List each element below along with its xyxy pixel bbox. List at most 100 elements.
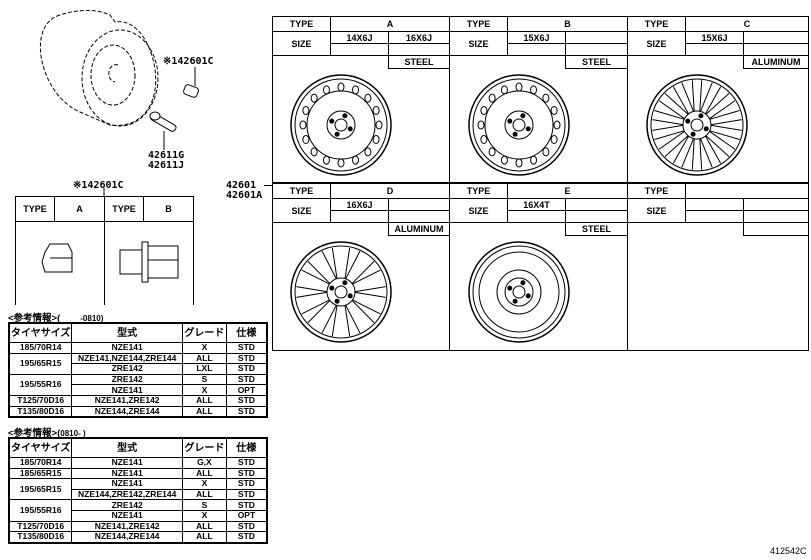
- spec: STD: [225, 373, 268, 386]
- model: ZRE142: [71, 499, 183, 511]
- spec: STD: [225, 457, 268, 469]
- column-header: 型式: [71, 437, 183, 458]
- tire-size: 195/65R15: [8, 352, 73, 375]
- model: NZE141,ZRE142: [71, 394, 183, 407]
- spec: STD: [225, 531, 268, 544]
- spec: STD: [225, 352, 268, 365]
- tire-wheel-outline-icon: [39, 10, 159, 127]
- spec: OPT: [225, 509, 268, 522]
- ref-period: 0810- ): [60, 429, 86, 438]
- nut-table-title[interactable]: ※142601C: [73, 180, 124, 191]
- nut-type-a-icon: [41, 243, 73, 273]
- wheel-part-callout-2[interactable]: 42601A: [226, 190, 263, 201]
- grade: ALL: [181, 488, 227, 501]
- grade: LXL: [181, 363, 227, 375]
- wheel-nut-icon: [183, 84, 199, 98]
- wheel-part-callout-1[interactable]: 42601: [226, 180, 257, 191]
- model: NZE141: [71, 384, 183, 396]
- column-header: タイヤサイズ: [8, 322, 73, 343]
- grade: S: [181, 499, 227, 511]
- exploded-view: [39, 10, 199, 283]
- tire-size: 195/55R16: [8, 499, 73, 522]
- material-label: ALUMINUM: [743, 55, 809, 69]
- nut-part-callout[interactable]: ※142601C: [163, 56, 214, 67]
- ref-title-text: <参考情報>(: [8, 313, 61, 324]
- model: NZE144,ZRE142,ZRE144: [71, 488, 183, 501]
- ref-table-title: <参考情報>( -0810): [8, 310, 103, 324]
- spec: STD: [225, 478, 268, 490]
- model: NZE141: [71, 467, 183, 480]
- grade: ALL: [181, 520, 227, 533]
- grade: X: [181, 478, 227, 490]
- model: NZE141,ZRE142: [71, 520, 183, 533]
- ref-table-title: <参考情報>(0810- ): [8, 425, 86, 439]
- wheel-e-icon: [468, 241, 570, 343]
- tire-size: T125/70D16: [8, 520, 73, 533]
- grade: X: [181, 509, 227, 522]
- grade: S: [181, 373, 227, 386]
- wheel-d-icon: [290, 241, 392, 343]
- column-header: 仕様: [225, 322, 268, 343]
- spec: STD: [225, 405, 268, 418]
- grade: ALL: [181, 467, 227, 480]
- wheel-c-icon: [646, 74, 748, 176]
- tire-size: 195/55R16: [8, 373, 73, 396]
- tire-size: 185/65R15: [8, 467, 73, 480]
- spec: STD: [225, 342, 268, 354]
- model: NZE141: [71, 342, 183, 354]
- tire-size: T135/80D16: [8, 405, 73, 418]
- tire-size: T125/70D16: [8, 394, 73, 407]
- model: NZE141: [71, 478, 183, 490]
- model: ZRE142: [71, 363, 183, 375]
- model: NZE141,NZE144,ZRE144: [71, 352, 183, 365]
- grade: ALL: [181, 405, 227, 418]
- model: NZE144,ZRE144: [71, 531, 183, 544]
- spec: STD: [225, 467, 268, 480]
- valve-part-callout-2[interactable]: 42611J: [148, 160, 185, 171]
- spec: STD: [225, 520, 268, 533]
- material-label: [743, 222, 809, 236]
- column-header: タイヤサイズ: [8, 437, 73, 458]
- column-header: グレード: [181, 322, 227, 343]
- tire-size: 185/70R14: [8, 342, 73, 354]
- model: NZE141: [71, 509, 183, 522]
- valve-part-callout-1[interactable]: 42611G: [148, 150, 185, 161]
- tire-size: 195/65R15: [8, 478, 73, 501]
- spec: STD: [225, 363, 268, 375]
- ref-period: -0810): [80, 314, 104, 323]
- grade: X: [181, 342, 227, 354]
- spec: STD: [225, 488, 268, 501]
- column-header: グレード: [181, 437, 227, 458]
- figure-id: 412542C: [770, 546, 807, 556]
- nut-type-b-icon: [119, 241, 179, 283]
- spec: STD: [225, 394, 268, 407]
- model: NZE141: [71, 457, 183, 469]
- model: NZE144,ZRE144: [71, 405, 183, 418]
- spec: STD: [225, 499, 268, 511]
- ref-title-text: <参考情報>(: [8, 428, 61, 439]
- column-header: 型式: [71, 322, 183, 343]
- valve-stem-icon: [149, 111, 177, 132]
- grade: G,X: [181, 457, 227, 469]
- column-header: 仕様: [225, 437, 268, 458]
- leader-line: [264, 185, 272, 186]
- grade: ALL: [181, 394, 227, 407]
- nut-table-divider: [104, 221, 105, 305]
